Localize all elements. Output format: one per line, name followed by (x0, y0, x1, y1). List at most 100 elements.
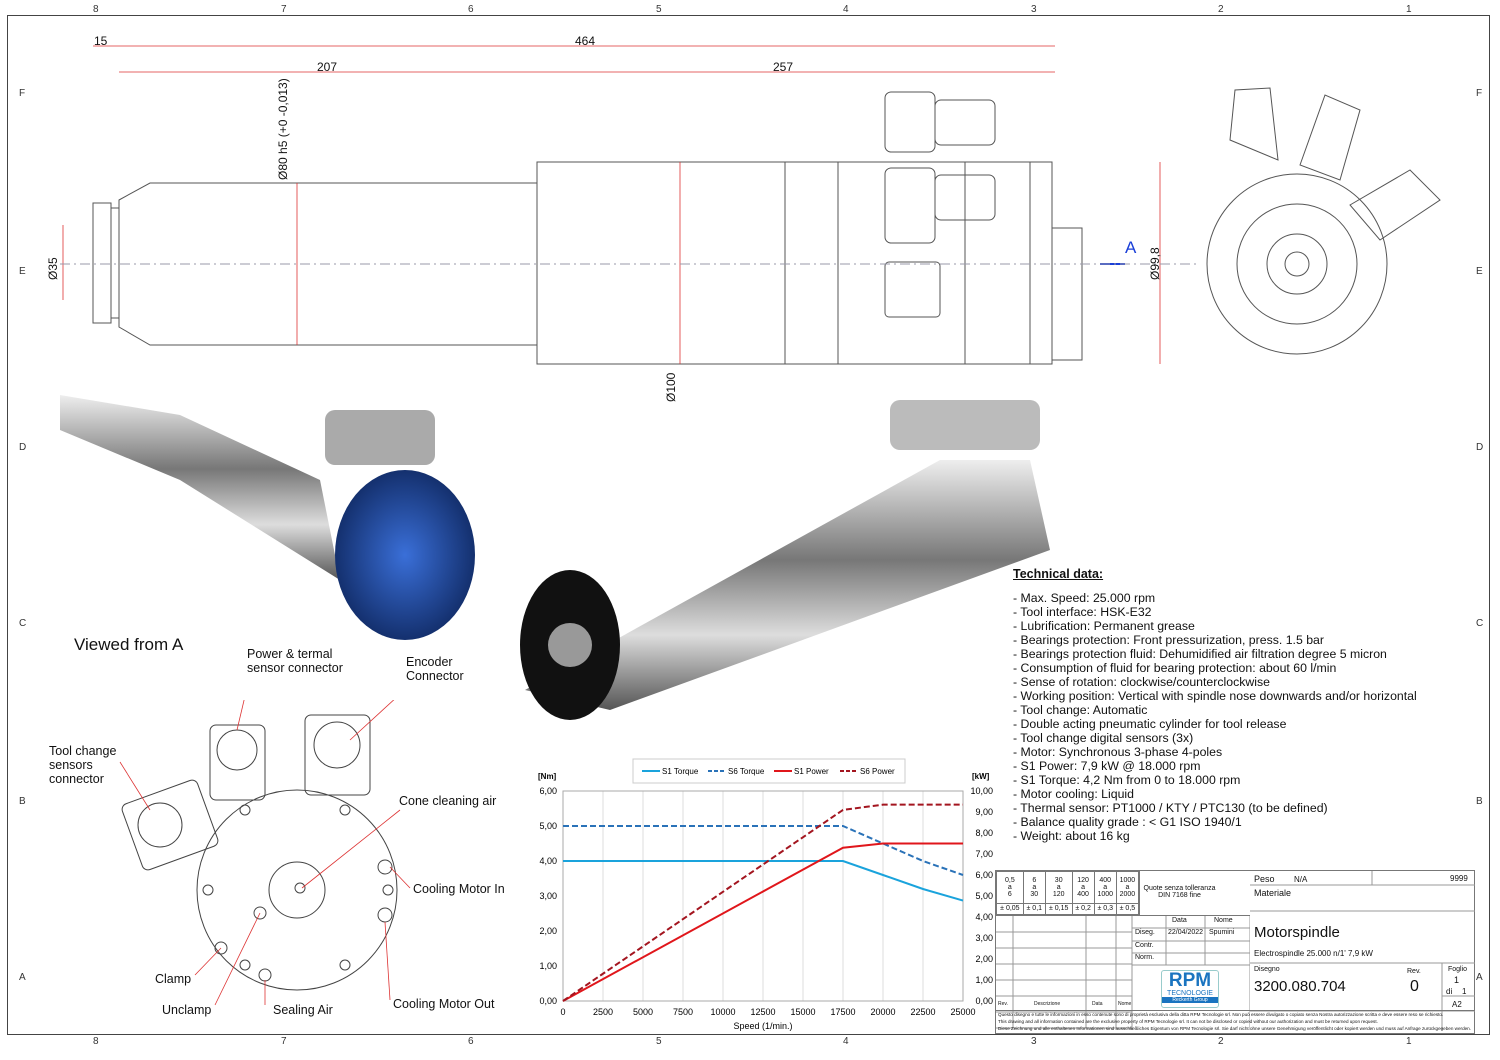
diseg-name: Spumini (1209, 929, 1235, 936)
technical-data: Technical data: - Max. Speed: 25.000 rpm… (1013, 567, 1417, 843)
grid-row-label: D (19, 442, 27, 453)
legend-label: S1 Torque (662, 767, 699, 776)
grid-column-label: 5 (656, 4, 662, 15)
dim-15: 15 (94, 34, 108, 48)
x-axis-label: Speed (1/min.) (733, 1021, 792, 1031)
callout-tool-change-connector: Tool change sensors connector (49, 744, 117, 786)
technical-data-item: - Bearings protection: Front pressurizat… (1013, 633, 1324, 647)
technical-data-item: - Tool change digital sensors (3x) (1013, 731, 1194, 745)
materiale-label: Materiale (1254, 888, 1292, 898)
y-tick-label: 4,00 (539, 856, 557, 866)
y-tick-label: 5,00 (539, 821, 557, 831)
dim-dia99: Ø99,8 (1148, 247, 1162, 280)
grid-column-label: 3 (1031, 1036, 1037, 1047)
drawing-number: 3200.080.704 (1254, 978, 1346, 995)
y-tick-label: 2,00 (539, 926, 557, 936)
x-tick-label: 25000 (950, 1007, 975, 1017)
norm-label: Norm. (1135, 954, 1155, 961)
legend-label: S1 Power (794, 767, 829, 776)
descr-header: Descrizione (1034, 1001, 1061, 1007)
x-tick-label: 5000 (633, 1007, 653, 1017)
grid-column-label: 6 (468, 4, 474, 15)
rev-value: 0 (1410, 978, 1419, 995)
grid-column-label: 6 (468, 1036, 474, 1047)
technical-data-item: - Double acting pneumatic cylinder for t… (1013, 717, 1287, 731)
y2-tick-label: 1,00 (975, 975, 993, 985)
grid-column-label: 2 (1218, 4, 1224, 15)
foglio-label: Foglio (1448, 966, 1468, 973)
revision-grid: Rev. Descrizione Data Nome Data Nome Dis… (996, 915, 1250, 1030)
callout-cone-cleaning: Cone cleaning air (399, 794, 497, 808)
x-tick-label: 7500 (673, 1007, 693, 1017)
tolerance-range: 1000 a 2000 (1115, 871, 1140, 904)
grid-column-label: 4 (843, 4, 849, 15)
technical-data-item: - S1 Torque: 4,2 Nm from 0 to 18.000 rpm (1013, 773, 1241, 787)
grid-column-label: 8 (93, 1036, 99, 1047)
grid-column-label: 3 (1031, 4, 1037, 15)
callout-power-connector: Power & termal sensor connector (247, 647, 343, 675)
grid-row-label: E (19, 266, 26, 277)
callout-cooling-in: Cooling Motor In (413, 882, 505, 896)
diseg-label: Diseg. (1135, 929, 1155, 936)
grid-column-label: 1 (1406, 4, 1412, 15)
x-tick-label: 0 (560, 1007, 565, 1017)
peso-value: N/A (1294, 875, 1308, 884)
y2-axis-label: [kW] (972, 772, 990, 781)
tolerance-range: 6 a 30 (1022, 871, 1046, 904)
technical-data-item: - Lubrification: Permanent grease (1013, 619, 1195, 633)
tolerance-range: 30 a 120 (1044, 871, 1073, 904)
tolerance-range: 0,5 a 6 (996, 871, 1024, 904)
technical-data-item: - Bearings protection fluid: Dehumidifie… (1013, 647, 1387, 661)
series-line-s1-power (562, 842, 963, 1002)
technical-data-item: - Weight: about 16 kg (1013, 829, 1130, 843)
y2-tick-label: 8,00 (975, 828, 993, 838)
grid-column-label: 7 (281, 4, 287, 15)
x-tick-label: 12500 (750, 1007, 775, 1017)
y2-tick-label: 3,00 (975, 933, 993, 943)
data-header-2: Data (1092, 1001, 1103, 1007)
technical-data-title: Technical data: (1013, 567, 1104, 581)
y-tick-label: 6,00 (539, 786, 557, 796)
technical-data-item: - S1 Power: 7,9 kW @ 18.000 rpm (1013, 759, 1201, 773)
grid-column-label: 4 (843, 1036, 849, 1047)
grid-row-label: A (1476, 972, 1483, 983)
technical-data-item: - Max. Speed: 25.000 rpm (1013, 591, 1156, 605)
series-line-s6-torque (563, 825, 964, 876)
dim-207: 207 (317, 60, 338, 74)
drawing-subtitle: Electrospindle 25.000 n/1' 7,9 kW (1254, 949, 1373, 958)
technical-data-item: - Tool interface: HSK-E32 (1013, 605, 1152, 619)
grid-row-label: F (19, 88, 26, 99)
y2-tick-label: 5,00 (975, 891, 993, 901)
tolerance-value: ± 0,1 (1022, 902, 1046, 916)
grid-row-label: D (1476, 442, 1484, 453)
dim-257: 257 (773, 60, 794, 74)
grid-column-label: 8 (93, 4, 99, 15)
plot-area (562, 790, 964, 1002)
technical-data-item: - Thermal sensor: PT1000 / KTY / PTC130 … (1013, 801, 1328, 815)
grid-row-label: C (1476, 618, 1484, 629)
y-tick-label: 1,00 (539, 961, 557, 971)
dim-dia35: Ø35 (46, 257, 60, 280)
tolerance-value: ± 0,15 (1044, 902, 1073, 916)
grid-column-label: 2 (1218, 1036, 1224, 1047)
grid-column-label: 5 (656, 1036, 662, 1047)
peso-label: Peso (1254, 874, 1275, 884)
technical-data-item: - Motor cooling: Liquid (1013, 787, 1134, 801)
legend-box (632, 758, 906, 784)
drawing-frame (7, 15, 1490, 1035)
y2-tick-label: 6,00 (975, 870, 993, 880)
sheet-format: A2 (1452, 1000, 1462, 1009)
disegno-label: Disegno (1254, 966, 1280, 973)
data-header: Data (1172, 917, 1187, 924)
series-line-s1-torque (563, 860, 964, 902)
callout-clamp: Clamp (155, 972, 192, 986)
series-line-s6-power (562, 803, 963, 1002)
x-tick-label: 10000 (710, 1007, 735, 1017)
callout-unclamp: Unclamp (162, 1003, 212, 1017)
tolerance-note: Quote senza tolleranza DIN 7168 fine (1139, 871, 1219, 915)
grid-row-label: F (1476, 88, 1483, 99)
dim-464: 464 (575, 34, 596, 48)
grid-row-label: B (1476, 796, 1483, 807)
side-view-drawing (60, 45, 1441, 365)
x-tick-label: 22500 (910, 1007, 935, 1017)
